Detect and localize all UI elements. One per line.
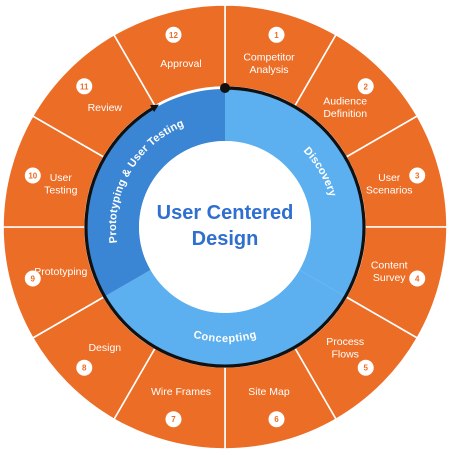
process-arrow xyxy=(84,83,366,368)
step-number-badge xyxy=(24,270,41,287)
phase-label: Concepting xyxy=(192,329,258,345)
center-title-line1: User Centered xyxy=(157,202,294,224)
step-number: 4 xyxy=(415,275,420,284)
step-number-badge xyxy=(76,359,93,376)
phase-arc xyxy=(86,89,225,296)
phase-arc xyxy=(105,270,345,365)
step-label: User xyxy=(50,172,73,184)
step-label: Site Map xyxy=(248,386,290,398)
step-number-badge xyxy=(165,411,182,428)
step-label: Scenarios xyxy=(366,184,413,196)
step-number-badge xyxy=(76,78,93,95)
step-label: Design xyxy=(88,342,121,354)
process-arrow-line xyxy=(84,86,366,368)
step-label: Flows xyxy=(331,348,358,360)
phase-segment: Discovery xyxy=(225,89,363,296)
step-label: Testing xyxy=(44,184,77,196)
step-number-badge xyxy=(357,359,374,376)
step-label: Definition xyxy=(323,108,367,120)
step-number: 1 xyxy=(274,31,279,40)
step-label: Approval xyxy=(160,58,201,70)
step-number: 3 xyxy=(415,171,420,180)
step-label: Competitor xyxy=(243,52,295,64)
step-number-badge xyxy=(357,78,374,95)
step-label: Process xyxy=(326,336,364,348)
step-number-badge xyxy=(409,270,426,287)
step-number: 6 xyxy=(274,415,279,424)
step-number-badge xyxy=(409,167,426,184)
step-label: Survey xyxy=(373,272,406,284)
step-label: Audience xyxy=(323,96,367,108)
step-number: 7 xyxy=(171,415,176,424)
phase-segment: Concepting xyxy=(105,270,345,365)
step-label: Wire Frames xyxy=(151,386,211,398)
step-label: User xyxy=(378,172,401,184)
center-disc xyxy=(139,141,311,313)
step-number-badge xyxy=(268,26,285,43)
phase-arc xyxy=(225,89,363,296)
step-segment: 6 Site Map xyxy=(224,347,338,450)
process-start-dot xyxy=(220,83,230,93)
step-number-badge xyxy=(165,26,182,43)
segment-wedge xyxy=(112,4,226,107)
step-label: Prototyping xyxy=(34,266,87,278)
step-number: 11 xyxy=(80,82,89,91)
step-number: 9 xyxy=(31,275,36,284)
step-number: 5 xyxy=(363,364,368,373)
step-number: 8 xyxy=(82,364,87,373)
step-number-badge xyxy=(24,167,41,184)
step-label: Content xyxy=(371,260,408,272)
step-label: Analysis xyxy=(249,64,288,76)
step-number-badge xyxy=(268,411,285,428)
step-number: 10 xyxy=(28,171,37,180)
center-title-line2: Design xyxy=(192,228,259,250)
step-number: 2 xyxy=(363,82,368,91)
step-label: Review xyxy=(88,102,123,114)
step-number: 12 xyxy=(169,31,178,40)
